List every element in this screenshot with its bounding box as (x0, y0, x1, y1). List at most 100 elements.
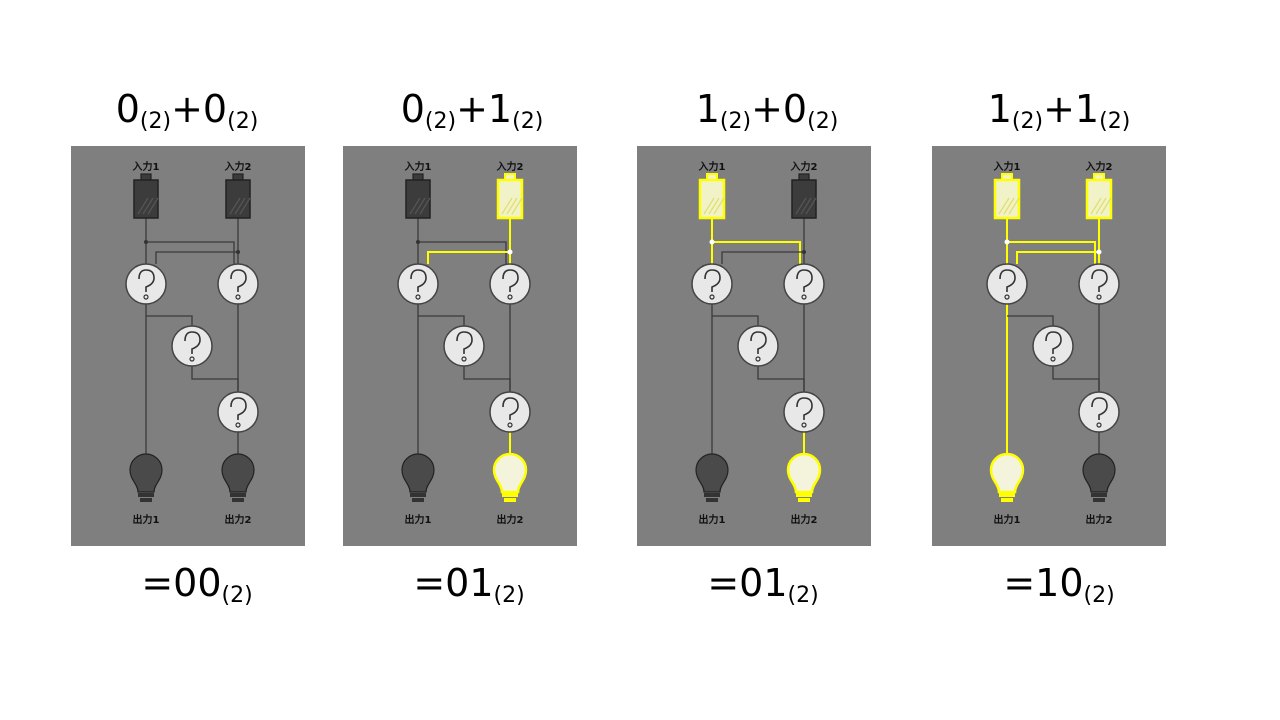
wire-input1-cross (1007, 241, 1096, 264)
wire-input1-cross (418, 241, 507, 264)
top-equation-2: 0(2)+1(2) (355, 84, 589, 134)
question-gate-icon (783, 263, 825, 305)
question-gate-icon (217, 263, 259, 305)
question-gate-icon (489, 391, 531, 433)
base-subscript: (2) (807, 109, 839, 134)
plus-operator: + (171, 87, 203, 131)
question-gate-icon (1078, 391, 1120, 433)
result-equation-2: =01(2) (352, 558, 586, 608)
result-equation-1: =00(2) (80, 558, 314, 608)
junction-dot (416, 240, 420, 244)
operand-b: 1 (487, 87, 513, 131)
top-equation-3: 1(2)+0(2) (650, 84, 884, 134)
result-value: 01 (739, 561, 788, 605)
wire-gate3-gate4 (191, 366, 239, 392)
base-subscript: (2) (424, 109, 457, 134)
operand-b: 0 (782, 87, 808, 131)
junction-dot (802, 250, 806, 254)
equals-sign: = (141, 561, 174, 605)
wire-input2-cross (155, 251, 238, 264)
operand-a: 1 (987, 87, 1012, 131)
question-gate-icon (217, 391, 259, 433)
wire-input2-cross (427, 251, 510, 264)
input2-label: 入力2 (497, 160, 524, 173)
wire-gate1-gate3 (146, 315, 193, 326)
battery-icon (993, 173, 1021, 220)
output2-label: 出力2 (1086, 513, 1113, 526)
question-gate-icon (691, 263, 733, 305)
circuit-panel-3: 入力1 入力2 出力1 出力2 (637, 146, 871, 546)
input2-label: 入力2 (791, 160, 818, 173)
output2-label: 出力2 (791, 513, 818, 526)
operand-b: 0 (202, 87, 228, 131)
base-subscript: (2) (512, 109, 544, 134)
result-equation-3: =01(2) (646, 558, 880, 608)
battery-icon (405, 173, 431, 219)
operand-a: 0 (400, 87, 425, 131)
result-value: 10 (1035, 561, 1084, 605)
output2-label: 出力2 (497, 513, 524, 526)
question-gate-icon (783, 391, 825, 433)
light-bulb-icon (492, 452, 528, 502)
input1-label: 入力1 (133, 160, 160, 173)
input2-label: 入力2 (1086, 160, 1113, 173)
output1-label: 出力1 (994, 513, 1021, 526)
base-subscript: (2) (1011, 109, 1044, 134)
wire-input2-cross (1016, 251, 1099, 264)
wire-input1-cross (146, 241, 235, 264)
light-bulb-icon (786, 452, 822, 502)
result-value: 00 (173, 561, 222, 605)
base-subscript: (2) (719, 109, 752, 134)
wire-input1-cross (712, 241, 801, 264)
circuit-panel-2: 入力1 入力2 出力1 出力2 (343, 146, 577, 546)
operand-b: 1 (1074, 87, 1100, 131)
wire-gate3-gate4 (463, 366, 511, 392)
question-gate-icon (397, 263, 439, 305)
question-gate-icon (171, 325, 213, 367)
junction-dot (507, 249, 513, 255)
battery-icon (133, 173, 159, 219)
base-subscript: (2) (139, 109, 172, 134)
light-bulb-icon (989, 452, 1025, 502)
wire-gate1-gate3 (1007, 315, 1054, 326)
battery-icon (1085, 173, 1113, 220)
light-bulb-icon (221, 453, 255, 502)
battery-icon (225, 173, 251, 219)
junction-dot (1096, 249, 1102, 255)
top-equation-4: 1(2)+1(2) (942, 84, 1176, 134)
light-bulb-icon (129, 453, 163, 502)
output1-label: 出力1 (133, 513, 160, 526)
wire-gate1-gate3 (418, 315, 465, 326)
wire-gate1-gate3 (712, 315, 759, 326)
base-subscript: (2) (221, 583, 253, 608)
light-bulb-icon (401, 453, 435, 502)
input1-label: 入力1 (699, 160, 726, 173)
junction-dot (709, 239, 715, 245)
battery-icon (698, 173, 726, 220)
junction-dot (144, 240, 148, 244)
base-subscript: (2) (227, 109, 259, 134)
base-subscript: (2) (787, 583, 819, 608)
question-gate-icon (737, 325, 779, 367)
base-subscript: (2) (1083, 583, 1115, 608)
question-gate-icon (489, 263, 531, 305)
operand-a: 0 (115, 87, 140, 131)
question-gate-icon (1078, 263, 1120, 305)
wire-gate3-gate4 (1052, 366, 1100, 392)
battery-icon (791, 173, 817, 219)
operand-a: 1 (695, 87, 720, 131)
question-gate-icon (986, 263, 1028, 305)
light-bulb-icon (695, 453, 729, 502)
plus-operator: + (1043, 87, 1075, 131)
output1-label: 出力1 (405, 513, 432, 526)
light-bulb-icon (1082, 453, 1116, 502)
question-gate-icon (125, 263, 167, 305)
top-equation-1: 0(2)+0(2) (70, 84, 304, 134)
output1-label: 出力1 (699, 513, 726, 526)
input1-label: 入力1 (405, 160, 432, 173)
plus-operator: + (751, 87, 783, 131)
output2-label: 出力2 (225, 513, 252, 526)
battery-icon (496, 173, 524, 220)
